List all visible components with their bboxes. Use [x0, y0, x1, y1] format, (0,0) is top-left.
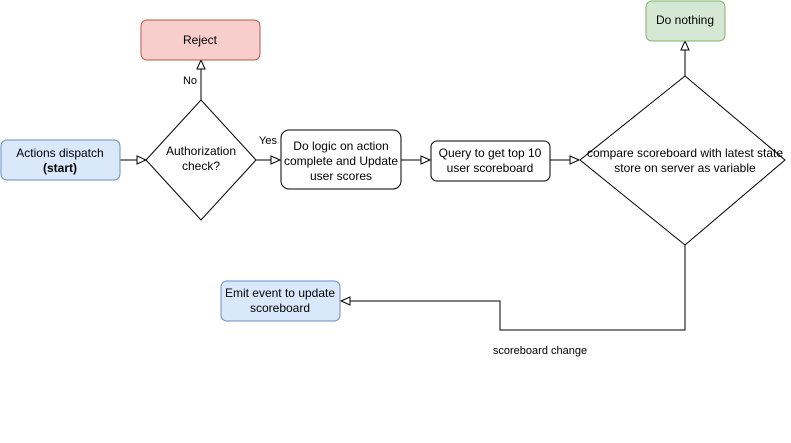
node-nothing[interactable]: Do nothing — [645, 0, 726, 42]
node-reject-label: Reject — [183, 33, 218, 47]
node-query-box — [430, 140, 551, 182]
arrowhead-query-in — [420, 155, 432, 165]
node-auth-line1: Authorization — [166, 144, 236, 158]
node-logic-box — [280, 129, 402, 190]
edge-label-no: No — [183, 75, 197, 87]
node-nothing-label: Do nothing — [656, 13, 714, 27]
node-compare[interactable]: compare scoreboard with latest state sto… — [579, 75, 786, 246]
node-compare-diamond — [579, 75, 786, 246]
node-start[interactable]: Actions dispatch (start) — [0, 139, 121, 181]
node-emit-line1: Emit event to update — [225, 286, 335, 300]
node-logic[interactable]: Do logic on action complete and Update u… — [280, 129, 402, 190]
arrowhead-auth-in — [136, 155, 148, 165]
arrowhead-emit-in — [339, 296, 351, 306]
node-emit-box — [220, 280, 341, 322]
node-logic-line3: user scores — [310, 169, 372, 183]
arrowhead-compare-in — [569, 155, 581, 165]
node-query[interactable]: Query to get top 10 user scoreboard — [430, 140, 551, 182]
edge-label-scoreboard-change: scoreboard change — [493, 345, 587, 357]
node-query-line1: Query to get top 10 — [439, 146, 542, 160]
node-auth-diamond — [145, 99, 257, 221]
node-auth[interactable]: Authorization check? — [145, 99, 257, 221]
arrowhead-reject-in — [196, 58, 206, 70]
node-reject-box — [140, 19, 261, 61]
node-reject[interactable]: Reject — [140, 19, 261, 61]
node-emit[interactable]: Emit event to update scoreboard — [220, 280, 341, 322]
node-nothing-box — [645, 0, 726, 42]
edge-compare-to-emit — [349, 245, 686, 331]
node-auth-line2: check? — [182, 159, 220, 173]
edges — [120, 39, 690, 331]
node-start-line1: Actions dispatch — [16, 146, 103, 160]
node-query-line2: user scoreboard — [447, 161, 534, 175]
arrowhead-logic-in — [270, 155, 282, 165]
node-logic-line1: Do logic on action — [293, 139, 388, 153]
node-compare-line2: store on server as variable — [614, 161, 756, 175]
node-logic-line2: complete and Update — [284, 154, 398, 168]
arrowhead-nothing-in — [680, 39, 690, 51]
node-compare-line1: compare scoreboard with latest state — [587, 146, 783, 160]
node-emit-line2: scoreboard — [250, 301, 310, 315]
edge-label-yes: Yes — [259, 135, 277, 147]
node-start-line2: (start) — [43, 161, 77, 175]
node-start-box — [0, 139, 121, 181]
